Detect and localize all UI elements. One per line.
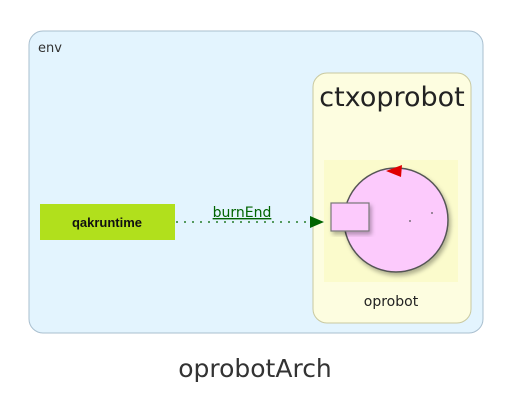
state-marker-icon xyxy=(386,165,402,177)
context-label: ctxoprobot xyxy=(319,82,465,113)
actor-dot xyxy=(409,220,411,222)
message-label: burnEnd xyxy=(213,205,272,221)
external-actor-box xyxy=(40,204,175,240)
arrowhead-icon xyxy=(310,216,324,228)
env-label: env xyxy=(38,41,62,56)
actor-inbox xyxy=(330,202,370,232)
actor-label: oprobot xyxy=(364,294,419,310)
external-actor-label: qakruntime xyxy=(72,215,142,230)
actor-dot xyxy=(431,212,433,214)
diagram-title: oprobotArch xyxy=(178,354,332,383)
